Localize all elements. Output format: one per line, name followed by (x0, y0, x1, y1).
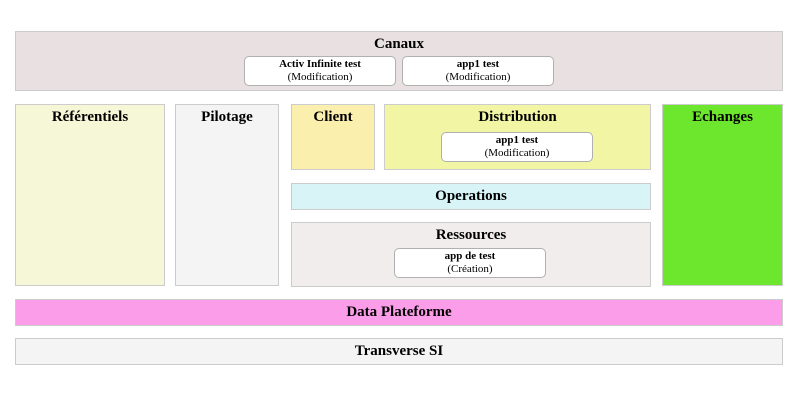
section-echanges-title: Echanges (692, 109, 753, 125)
section-referentiels-title: Référentiels (51, 109, 129, 125)
section-echanges: Echanges (662, 104, 783, 286)
app-card-name: app de test (444, 250, 496, 262)
section-data-plateforme-title: Data Plateforme (346, 304, 452, 320)
section-transverse-si: Transverse SI (15, 338, 783, 365)
canaux-app-row: Activ Infinite test (Modification) app1 … (16, 56, 782, 86)
section-client: Client (291, 104, 375, 170)
section-canaux: Canaux Activ Infinite test (Modification… (15, 31, 783, 91)
section-ressources: Ressources app de test (Création) (291, 222, 651, 287)
app-card-status: (Création) (447, 263, 493, 275)
section-operations-title: Operations (435, 188, 507, 204)
section-pilotage-title: Pilotage (201, 109, 253, 125)
section-data-plateforme: Data Plateforme (15, 299, 783, 326)
app-card-status: (Modification) (484, 147, 550, 159)
section-canaux-title: Canaux (373, 36, 425, 52)
section-ressources-title: Ressources (435, 227, 507, 243)
section-transverse-si-title: Transverse SI (354, 343, 444, 359)
section-client-title: Client (313, 109, 353, 125)
app-card-status: (Modification) (445, 71, 511, 83)
app-card-status: (Modification) (287, 71, 353, 83)
app-card-activ-infinite-test[interactable]: Activ Infinite test (Modification) (244, 56, 396, 86)
app-card-name: Activ Infinite test (279, 58, 361, 70)
app-card-name: app1 test (495, 134, 539, 146)
app-card-name: app1 test (456, 58, 500, 70)
section-operations: Operations (291, 183, 651, 210)
app-card-app1-test-distribution[interactable]: app1 test (Modification) (441, 132, 593, 162)
section-pilotage: Pilotage (175, 104, 279, 286)
app-card-app-de-test[interactable]: app de test (Création) (394, 248, 546, 278)
section-distribution-title: Distribution (478, 109, 557, 125)
section-referentiels: Référentiels (15, 104, 165, 286)
section-distribution: Distribution app1 test (Modification) (384, 104, 651, 170)
app-card-app1-test-canaux[interactable]: app1 test (Modification) (402, 56, 554, 86)
